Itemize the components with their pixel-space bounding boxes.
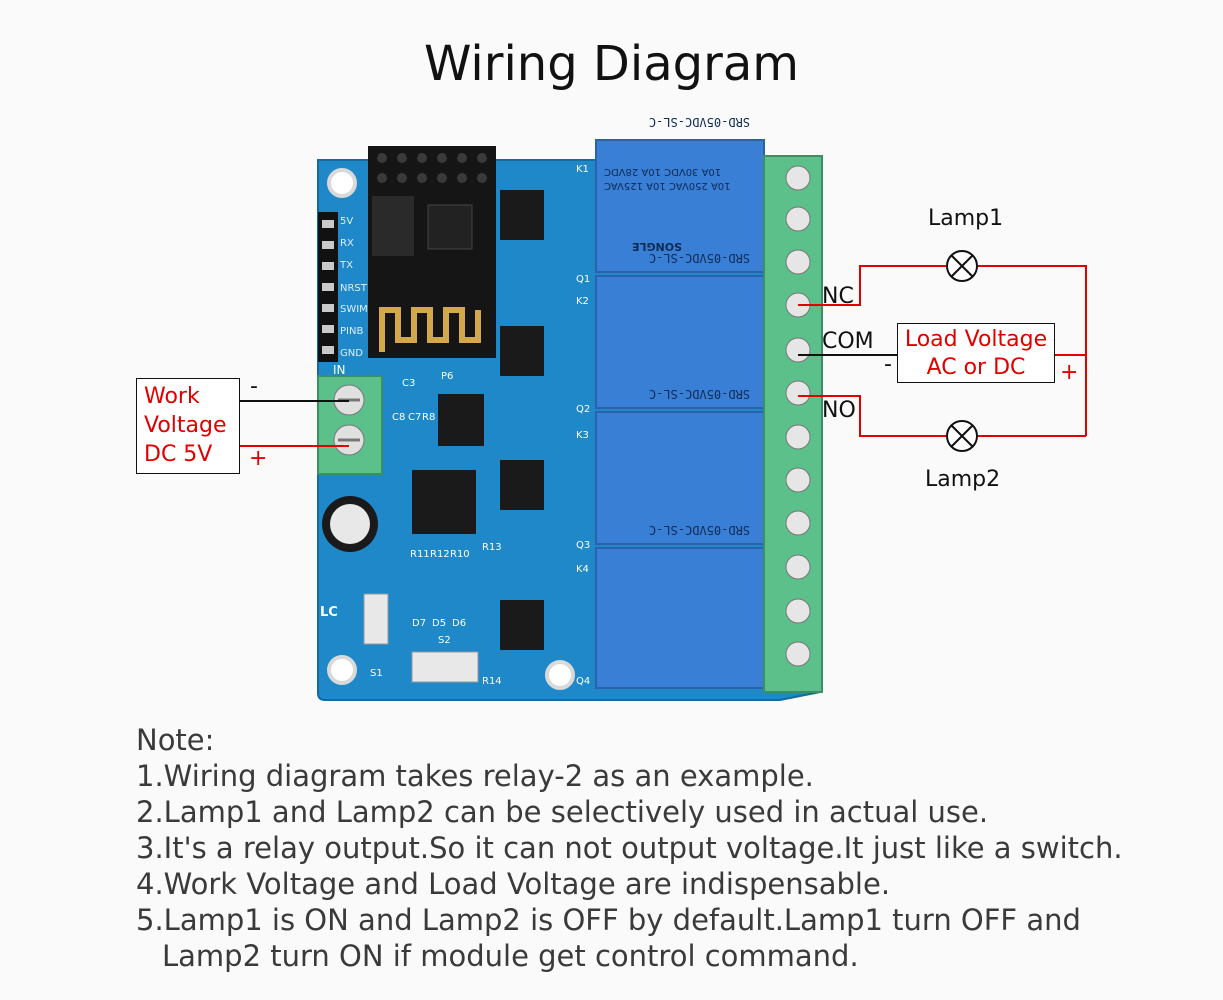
terminal-com-label: COM (822, 329, 874, 354)
silk-s2: S2 (438, 635, 451, 646)
silk-k3: K3 (576, 430, 589, 441)
header-pin-nrst: NRST (340, 283, 367, 294)
silk-r12: R12 (430, 549, 450, 560)
load-voltage-plus: + (1060, 360, 1079, 385)
work-voltage-line-2: Voltage (144, 413, 227, 438)
lamp1-symbol (946, 250, 978, 282)
silk-c7: C7 (408, 412, 422, 423)
silk-r10: R10 (450, 549, 470, 560)
relay-4 (595, 547, 765, 689)
silk-q2: Q2 (576, 404, 591, 415)
notes-block: Note: 1.Wiring diagram takes relay-2 as … (136, 722, 1123, 974)
note-item-3: 3.It's a relay output.So it can not outp… (136, 831, 1123, 865)
header-pin-rx: RX (340, 238, 354, 249)
header-pin-swim: SWIM (340, 304, 368, 315)
lamp1-label: Lamp1 (928, 206, 1004, 231)
no-wire (798, 395, 946, 437)
header-pin-gnd: GND (340, 348, 363, 359)
note-item-5-continuation: Lamp2 turn ON if module get control comm… (162, 939, 859, 973)
silk-q1: Q1 (576, 274, 591, 285)
silk-r13: R13 (482, 542, 502, 553)
note-item-5: 5.Lamp1 is ON and Lamp2 is OFF by defaul… (136, 903, 1081, 937)
silk-r14: R14 (482, 676, 502, 687)
silk-q4: Q4 (576, 676, 591, 687)
notes-heading: Note: (136, 723, 215, 757)
work-voltage-plus: + (249, 446, 268, 471)
silk-p6: P6 (441, 371, 454, 382)
silk-c3: C3 (402, 378, 416, 389)
load-voltage-line-2: AC or DC (926, 355, 1026, 380)
terminal-nc-label: NC (822, 284, 854, 309)
silk-r11: R11 (410, 549, 430, 560)
load-voltage-box: Load Voltage AC or DC (897, 323, 1055, 383)
terminal-no-label: NO (822, 398, 856, 423)
relay-spec-line-2: 10A 30VDC 10A 28VDC (604, 166, 722, 177)
relay-4-marking: SRD-05VDC-SL-C (649, 523, 750, 537)
silk-s1: S1 (370, 668, 383, 679)
silk-k2: K2 (576, 296, 589, 307)
diagram-title: Wiring Diagram (423, 36, 800, 92)
work-voltage-line-1: Work (144, 384, 200, 409)
work-voltage-minus: - (250, 374, 258, 399)
output-terminals (763, 155, 823, 693)
header-pin-pinb: PINB (340, 326, 364, 337)
note-item-4: 4.Work Voltage and Load Voltage are indi… (136, 867, 891, 901)
silk-q3: Q3 (576, 540, 591, 551)
note-item-2: 2.Lamp1 and Lamp2 can be selectively use… (136, 795, 989, 829)
work-voltage-box: Work Voltage DC 5V (136, 378, 240, 474)
relay-brand: SONGLE (632, 240, 683, 253)
relay-2 (595, 275, 765, 409)
silk-lc: LC (320, 605, 338, 620)
silk-c8: C8 (392, 412, 406, 423)
silk-d5: D5 (432, 618, 447, 629)
silk-d6: D6 (452, 618, 467, 629)
header-pin-5v: 5V (340, 216, 354, 227)
wires (240, 265, 1087, 447)
silk-in: IN (333, 363, 346, 377)
work-voltage-line-3: DC 5V (144, 442, 213, 467)
relay-3-marking: SRD-05VDC-SL-C (649, 387, 750, 401)
lamp2-label: Lamp2 (925, 467, 1001, 492)
silk-k4: K4 (576, 564, 589, 575)
silk-r8: R8 (422, 412, 436, 423)
lamp1-return-wire (978, 265, 1087, 436)
silk-k1: K1 (576, 164, 589, 175)
note-item-1: 1.Wiring diagram takes relay-2 as an exa… (136, 759, 814, 793)
relay-spec-line: 10A 250VAC 10A 125VAC (604, 180, 731, 191)
lamp2-symbol (946, 420, 978, 452)
silk-d7: D7 (412, 618, 427, 629)
header-pin-tx: TX (340, 260, 353, 271)
relay-1 (595, 139, 765, 273)
relay-1-marking: SRD-05VDC-SL-C (649, 115, 750, 129)
relay-2-marking: SRD-05VDC-SL-C (649, 251, 750, 265)
nc-wire (798, 265, 946, 306)
load-voltage-line-1: Load Voltage (904, 327, 1048, 352)
load-voltage-minus: - (884, 352, 892, 377)
